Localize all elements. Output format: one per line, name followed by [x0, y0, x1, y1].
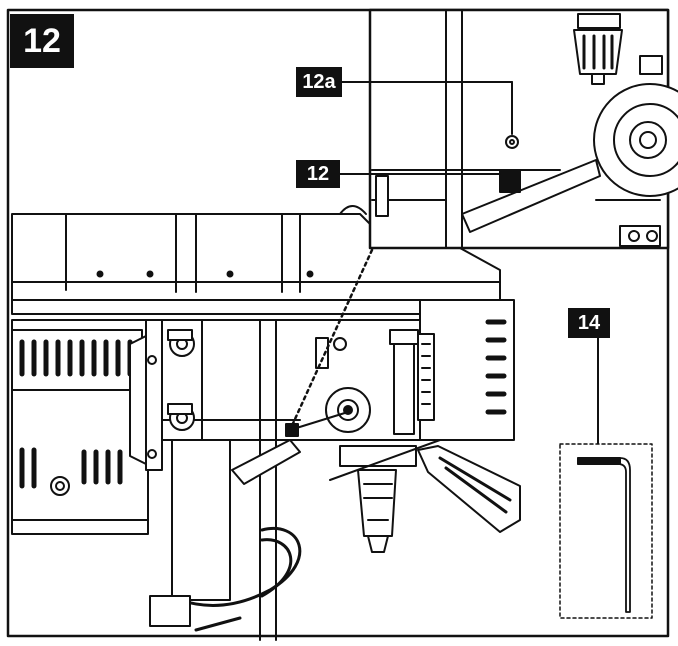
chuck-icon — [339, 445, 417, 553]
figure-number: 12 — [10, 14, 74, 68]
callout-12a: 12a — [296, 67, 342, 97]
detail-leader — [288, 248, 374, 432]
screwdriver-icon — [329, 439, 521, 533]
detail-inset — [368, 8, 678, 250]
allen-key-icon — [559, 443, 653, 619]
callout-12: 12 — [296, 160, 340, 188]
callout-14: 14 — [568, 308, 610, 338]
